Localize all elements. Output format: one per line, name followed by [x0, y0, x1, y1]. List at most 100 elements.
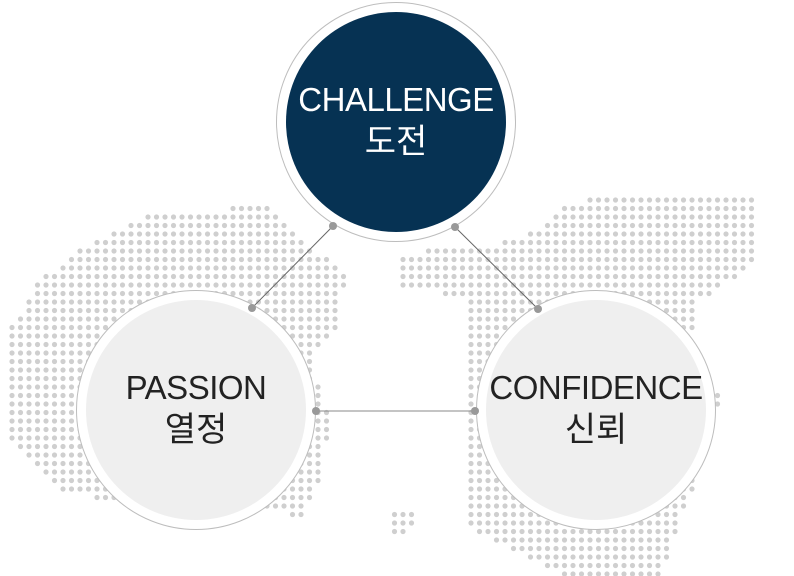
map-dot [187, 231, 194, 237]
map-dot [570, 205, 576, 212]
map-dot [655, 205, 661, 212]
map-dot [77, 307, 83, 314]
map-dot [136, 273, 143, 280]
map-dot [638, 222, 644, 229]
map-dot [238, 222, 245, 229]
map-dot [689, 231, 695, 237]
map-dot [60, 367, 66, 373]
map-dot [468, 469, 474, 475]
map-dot [680, 299, 687, 305]
map-dot [315, 426, 321, 433]
map-dot [587, 265, 593, 271]
map-dot [493, 273, 500, 280]
map-dot [519, 265, 525, 271]
map-dot [646, 520, 653, 526]
map-dot [748, 214, 755, 220]
map-dot [60, 341, 66, 348]
map-dot [476, 511, 483, 518]
map-dot [187, 222, 194, 229]
map-dot [663, 205, 670, 212]
map-dot [621, 222, 627, 229]
map-dot [544, 528, 551, 535]
map-dot [578, 222, 585, 229]
map-dot [570, 282, 576, 288]
map-dot [51, 333, 58, 339]
map-dot [638, 197, 644, 203]
map-dot [34, 418, 41, 424]
map-dot [332, 324, 338, 331]
map-dot [519, 520, 525, 526]
map-dot [77, 452, 83, 458]
map-dot [510, 511, 517, 518]
map-dot [26, 452, 32, 458]
map-dot [485, 282, 491, 288]
map-dot [680, 256, 687, 263]
map-dot [60, 273, 66, 280]
map-dot [306, 477, 313, 484]
map-dot [34, 307, 41, 314]
map-dot [43, 316, 49, 322]
map-dot [587, 197, 593, 203]
map-dot [655, 520, 661, 526]
map-dot [519, 528, 525, 535]
map-dot [578, 265, 585, 271]
map-dot [162, 214, 168, 220]
map-dot [604, 231, 610, 237]
map-dot [306, 341, 313, 348]
map-dot [740, 197, 746, 203]
map-dot [468, 282, 474, 288]
map-dot [230, 256, 236, 263]
map-dot [51, 273, 58, 280]
map-dot [43, 375, 49, 382]
map-dot [17, 324, 24, 331]
map-dot [527, 520, 534, 526]
map-dot [315, 333, 321, 339]
map-dot [476, 324, 483, 331]
map-dot [740, 205, 746, 212]
map-dot [298, 469, 304, 475]
map-dot [672, 511, 678, 518]
map-dot [544, 256, 551, 263]
map-dot [570, 273, 576, 280]
map-dot [706, 197, 712, 203]
map-dot [476, 307, 483, 314]
map-dot [663, 528, 670, 535]
map-dot [136, 290, 143, 297]
map-dot [672, 282, 678, 288]
map-dot [51, 282, 58, 288]
map-dot [689, 214, 695, 220]
map-dot [706, 265, 712, 271]
map-dot [204, 248, 211, 254]
map-dot [264, 205, 270, 212]
map-dot [689, 222, 695, 229]
map-dot [51, 367, 58, 373]
map-dot [289, 248, 296, 254]
map-dot [689, 197, 695, 203]
map-dot [34, 452, 41, 458]
map-dot [43, 384, 49, 390]
map-dot [34, 460, 41, 467]
map-dot [17, 384, 24, 390]
map-dot [723, 265, 729, 271]
map-dot [468, 316, 474, 322]
map-dot [43, 290, 49, 297]
connector-dot [329, 222, 337, 230]
map-dot [187, 282, 194, 288]
map-dot [476, 299, 483, 305]
map-dot [77, 460, 83, 467]
map-dot [621, 265, 627, 271]
map-dot [26, 375, 32, 382]
map-dot [544, 239, 551, 246]
map-dot [629, 528, 636, 535]
map-dot [714, 231, 721, 237]
map-dot [17, 350, 24, 356]
map-dot [162, 231, 168, 237]
map-dot [595, 273, 602, 280]
map-dot [502, 520, 508, 526]
map-dot [689, 290, 695, 297]
map-dot [272, 503, 279, 509]
map-dot [723, 214, 729, 220]
map-dot [680, 214, 687, 220]
map-dot [400, 528, 406, 535]
map-dot [476, 333, 483, 339]
